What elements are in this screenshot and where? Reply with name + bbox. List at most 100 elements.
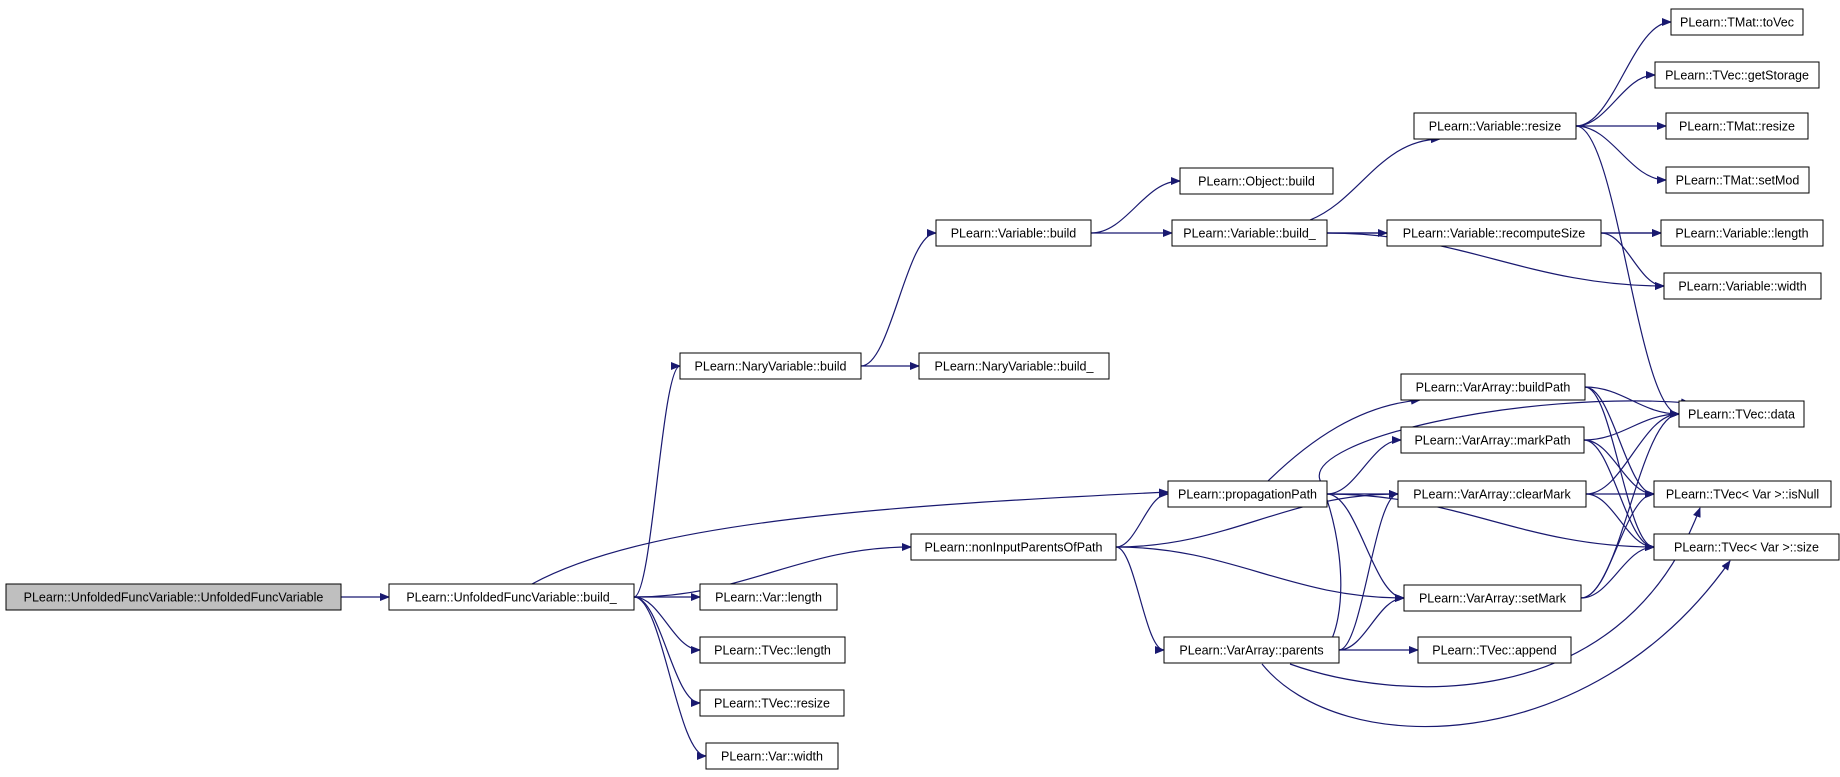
node-var_build_[interactable]: PLearn::Variable::build_: [1171, 219, 1328, 247]
edge-ufv_build_-to-tvec_length: [633, 596, 701, 654]
node-label: PLearn::UnfoldedFuncVariable::UnfoldedFu…: [24, 591, 324, 605]
node-prop_path[interactable]: PLearn::propagationPath: [1167, 480, 1328, 508]
edge-ufv_build_-to-prop_path: [531, 488, 1169, 585]
edge-var_recompute-to-var_width: [1600, 232, 1665, 290]
node-ufv_build_[interactable]: PLearn::UnfoldedFuncVariable::build_: [388, 583, 635, 611]
node-noninput[interactable]: PLearn::nonInputParentsOfPath: [910, 533, 1117, 561]
node-tmat_setmod[interactable]: PLearn::TMat::setMod: [1665, 166, 1810, 194]
node-tvecvar_size[interactable]: PLearn::TVec< Var >::size: [1653, 533, 1840, 561]
node-tvec_resize[interactable]: PLearn::TVec::resize: [699, 689, 845, 717]
node-label: PLearn::Variable::width: [1678, 280, 1806, 294]
node-label: PLearn::TVec::length: [714, 644, 831, 658]
edge-ufv_build_-to-tvec_resize: [633, 596, 701, 707]
node-var_resize[interactable]: PLearn::Variable::resize: [1413, 112, 1577, 140]
node-label: PLearn::Var::width: [721, 750, 823, 764]
node-label: PLearn::Var::length: [715, 591, 822, 605]
edge-va_parents-to-va_setmark: [1338, 594, 1405, 651]
node-box: [5, 583, 342, 611]
node-box: [1665, 112, 1809, 140]
edge-prop_path-to-va_setmark: [1326, 493, 1405, 602]
node-label: PLearn::TMat::setMod: [1676, 174, 1800, 188]
node-box: [1663, 272, 1822, 300]
edge-va_parents-to-va_clearmark: [1338, 490, 1399, 651]
edge-var_resize-to-tvec_data: [1575, 125, 1680, 418]
edge-prop_path-to-va_buildpath: [1267, 396, 1421, 482]
node-box: [699, 583, 838, 611]
node-box: [1179, 167, 1334, 195]
node-box: [388, 583, 635, 611]
node-nary_build[interactable]: PLearn::NaryVariable::build: [679, 352, 862, 380]
node-va_markpath[interactable]: PLearn::VarArray::markPath: [1400, 426, 1585, 454]
node-box: [699, 636, 846, 664]
node-label: PLearn::TMat::resize: [1679, 120, 1795, 134]
node-label: PLearn::NaryVariable::build_: [935, 360, 1095, 374]
node-va_parents[interactable]: PLearn::VarArray::parents: [1163, 636, 1340, 664]
edge-ufv_build_-to-nary_build: [633, 362, 681, 598]
node-box: [1653, 533, 1840, 561]
node-box: [1400, 373, 1586, 401]
node-box: [1386, 219, 1602, 247]
node-tvec_data[interactable]: PLearn::TVec::data: [1678, 400, 1805, 428]
node-tmat_tovec[interactable]: PLearn::TMat::toVec: [1670, 8, 1804, 36]
node-tvec_getstorage[interactable]: PLearn::TVec::getStorage: [1654, 61, 1820, 89]
node-box: [1167, 480, 1328, 508]
node-v_length[interactable]: PLearn::Var::length: [699, 583, 838, 611]
node-box: [1653, 480, 1832, 508]
node-v_width[interactable]: PLearn::Var::width: [705, 742, 839, 770]
edge-va_clearmark-to-tvec_data: [1585, 410, 1680, 495]
node-tvecvar_isnull[interactable]: PLearn::TVec< Var >::isNull: [1653, 480, 1832, 508]
edge-va_buildpath-to-tvecvar_isnull: [1584, 386, 1655, 498]
node-label: PLearn::VarArray::clearMark: [1413, 488, 1571, 502]
edge-va_setmark-to-tvecvar_size: [1580, 543, 1655, 599]
edge-var_build-to-obj_build: [1090, 177, 1181, 234]
node-box: [1417, 636, 1572, 664]
node-box: [1665, 166, 1810, 194]
node-box: [1654, 61, 1820, 89]
node-va_clearmark[interactable]: PLearn::VarArray::clearMark: [1397, 480, 1587, 508]
node-label: PLearn::TVec::resize: [714, 697, 830, 711]
edge-va_markpath-to-tvec_data: [1583, 410, 1680, 441]
node-label: PLearn::TVec::data: [1688, 408, 1795, 422]
node-tmat_resize[interactable]: PLearn::TMat::resize: [1665, 112, 1809, 140]
node-label: PLearn::propagationPath: [1178, 488, 1317, 502]
node-nary_build_[interactable]: PLearn::NaryVariable::build_: [918, 352, 1110, 380]
node-box: [935, 219, 1092, 247]
edge-ufv_build_-to-v_width: [633, 596, 707, 760]
edge-var_build_-to-var_resize: [1309, 135, 1441, 221]
edge-var_resize-to-tmat_setmod: [1575, 125, 1667, 184]
edge-prop_path-to-tvecvar_size: [1326, 493, 1655, 551]
node-var_width[interactable]: PLearn::Variable::width: [1663, 272, 1822, 300]
edge-ufv_build_-to-noninput: [633, 543, 912, 598]
node-box: [1163, 636, 1340, 664]
node-label: PLearn::Variable::build: [951, 227, 1077, 241]
edge-noninput-to-va_clearmark: [1115, 490, 1399, 548]
node-label: PLearn::UnfoldedFuncVariable::build_: [406, 591, 617, 605]
node-label: PLearn::Variable::build_: [1183, 227, 1317, 241]
node-var_recompute[interactable]: PLearn::Variable::recomputeSize: [1386, 219, 1602, 247]
node-label: PLearn::TMat::toVec: [1680, 16, 1794, 30]
node-box: [1400, 426, 1585, 454]
edge-noninput-to-prop_path: [1115, 490, 1169, 548]
edge-prop_path-to-va_markpath: [1326, 436, 1402, 495]
edge-va_parents-to-tvecvar_isnull: [1289, 507, 1701, 688]
node-label: PLearn::TVec< Var >::size: [1674, 541, 1819, 555]
node-box: [1670, 8, 1804, 36]
node-obj_build[interactable]: PLearn::Object::build: [1179, 167, 1334, 195]
node-box: [1171, 219, 1328, 247]
node-label: PLearn::VarArray::markPath: [1414, 434, 1570, 448]
node-va_buildpath[interactable]: PLearn::VarArray::buildPath: [1400, 373, 1586, 401]
node-box: [699, 689, 845, 717]
edge-noninput-to-va_parents: [1115, 546, 1165, 654]
node-label: PLearn::VarArray::buildPath: [1416, 381, 1571, 395]
node-tvec_length[interactable]: PLearn::TVec::length: [699, 636, 846, 664]
node-va_setmark[interactable]: PLearn::VarArray::setMark: [1403, 584, 1582, 612]
edge-layer: [340, 18, 1731, 760]
edge-var_build_-to-var_width: [1326, 232, 1665, 290]
node-root[interactable]: PLearn::UnfoldedFuncVariable::UnfoldedFu…: [5, 583, 342, 611]
node-box: [910, 533, 1117, 561]
node-label: PLearn::TVec< Var >::isNull: [1666, 488, 1819, 502]
node-tvec_append[interactable]: PLearn::TVec::append: [1417, 636, 1572, 664]
node-var_build[interactable]: PLearn::Variable::build: [935, 219, 1092, 247]
node-var_length[interactable]: PLearn::Variable::length: [1660, 219, 1824, 247]
